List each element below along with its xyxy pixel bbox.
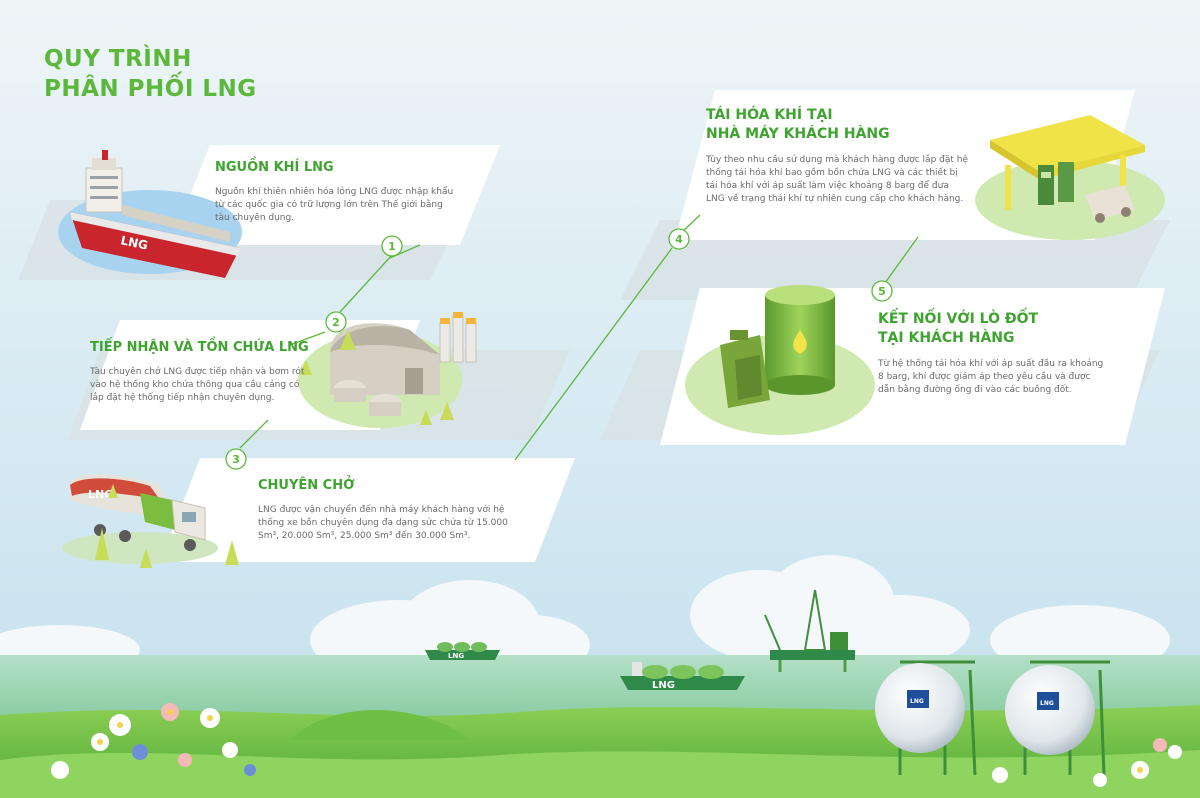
svg-text:LNG: LNG <box>448 652 464 660</box>
step-card-1: NGUỒN KHÍ LNG Nguồn khí thiên nhiên hóa … <box>215 160 455 225</box>
svg-text:4: 4 <box>675 233 683 246</box>
svg-text:5: 5 <box>878 285 886 298</box>
sphere-tank-1: LNG <box>875 660 977 776</box>
step-number-2: 2 <box>325 311 347 333</box>
step-4-description: Tùy theo nhu cầu sử dụng mà khách hàng đ… <box>706 155 969 204</box>
page-title-line-1: QUY TRÌNH <box>44 46 192 72</box>
page-title: QUY TRÌNH PHÂN PHỐI LNG <box>44 44 257 104</box>
step-5-description: Từ hệ thống tái hóa khí với áp suất đầu … <box>878 359 1104 395</box>
step-2-description: Tàu chuyên chở LNG được tiếp nhận và bơm… <box>90 367 305 403</box>
sphere-tank-2: LNG <box>1005 660 1110 776</box>
svg-text:LNG: LNG <box>652 680 675 691</box>
storage-depot-illustration <box>298 312 477 428</box>
card-3 <box>160 458 575 562</box>
step-3-description: LNG được vận chuyển đến nhà máy khách hà… <box>258 505 508 541</box>
step-2-title: TIẾP NHẬN VÀ TỒN CHỨA LNG <box>90 340 309 355</box>
lng-ship-illustration: LNG <box>58 150 242 278</box>
step-3-title: CHUYÊN CHỞ <box>258 478 355 493</box>
grass-hill <box>290 710 470 740</box>
step-1-description: Nguồn khí thiên nhiên hóa lỏng LNG được … <box>215 187 454 223</box>
step-card-3: CHUYÊN CHỞ LNG được vận chuyển đến nhà m… <box>258 478 518 543</box>
flowers-decoration <box>51 703 1182 787</box>
regas-station-illustration <box>975 115 1165 240</box>
step-4-title: TÁI HÓA KHÍ TẠI NHÀ MÁY KHÁCH HÀNG <box>706 107 890 142</box>
svg-text:3: 3 <box>232 453 240 466</box>
step-card-4: TÁI HÓA KHÍ TẠI NHÀ MÁY KHÁCH HÀNG Tùy t… <box>706 106 968 206</box>
step-card-2: TIẾP NHẬN VÀ TỒN CHỨA LNG Tàu chuyên chở… <box>90 340 315 405</box>
svg-text:1: 1 <box>388 240 396 253</box>
svg-text:LNG: LNG <box>1040 700 1054 707</box>
step-number-1: 1 <box>381 235 403 257</box>
card-1 <box>170 145 500 245</box>
barrels-illustration <box>685 285 875 435</box>
step-1-title: NGUỒN KHÍ LNG <box>215 160 334 175</box>
large-sea-ship: LNG <box>620 662 745 691</box>
svg-text:2: 2 <box>332 316 340 329</box>
svg-text:LNG: LNG <box>88 488 113 501</box>
step-number-3: 3 <box>225 448 247 470</box>
svg-text:LNG: LNG <box>910 698 924 705</box>
step-5-title: KẾT NỐI VỚI LÒ ĐỐT TẠI KHÁCH HÀNG <box>878 311 1039 346</box>
offshore-rig <box>764 589 855 672</box>
page-title-line-2: PHÂN PHỐI LNG <box>44 76 257 102</box>
small-sea-ship: LNG <box>425 642 500 660</box>
connector-lines <box>239 214 919 461</box>
step-number-5: 5 <box>871 280 893 302</box>
step-number-4: 4 <box>668 228 690 250</box>
svg-text:LNG: LNG <box>119 233 149 252</box>
step-card-5: KẾT NỐI VỚI LÒ ĐỐT TẠI KHÁCH HÀNG Từ hệ … <box>878 310 1106 397</box>
lng-truck-illustration: LNG <box>62 474 239 568</box>
